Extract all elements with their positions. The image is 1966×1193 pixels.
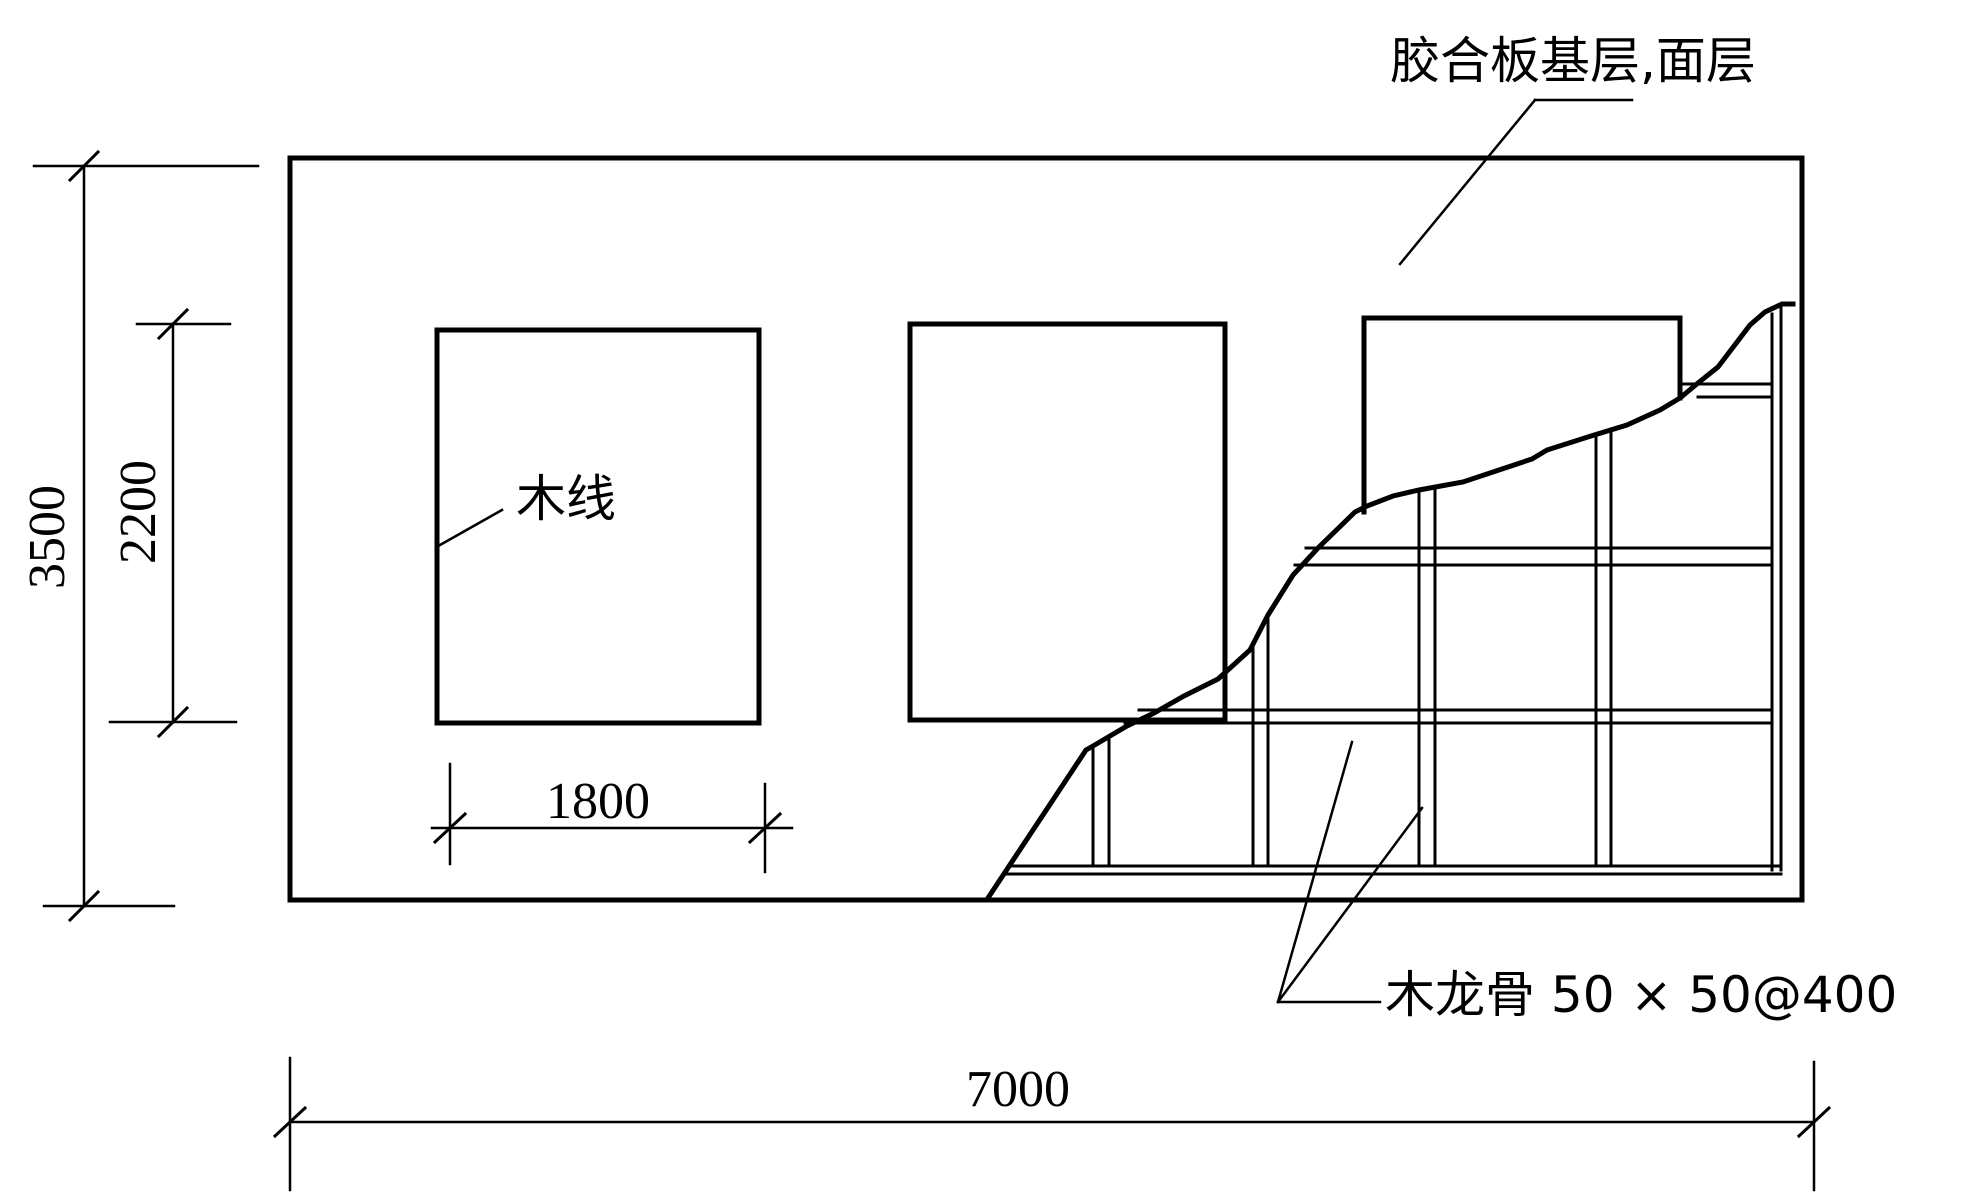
label-wood-keel: 木龙骨 50 × 50@400 [1385, 966, 1897, 1024]
label-wood-trim: 木线 [516, 470, 616, 528]
torn-board-edge [984, 301, 1796, 902]
leader-wood-keel [1276, 740, 1354, 1004]
label-board-layer: 胶合板基层,面层 [1390, 32, 1756, 90]
dimension-window-height: 2200 [108, 307, 238, 739]
dimension-text-window-width: 1800 [546, 773, 650, 830]
dimension-overall-width: 7000 [272, 1056, 1832, 1192]
leader-board-layer [1398, 98, 1537, 266]
leader-wood-trim [438, 508, 504, 547]
wall-outline [287, 155, 1805, 903]
window-opening-right [1361, 315, 1683, 515]
leader-wood-keel [1276, 806, 1424, 1004]
dimension-text-overall-width: 7000 [966, 1061, 1070, 1118]
keel-framing [1004, 302, 1783, 876]
dimension-text-window-height: 2200 [110, 460, 167, 564]
dimension-text-overall-height: 3500 [19, 485, 76, 589]
dimension-overall-height: 3500 [19, 149, 260, 923]
window-opening-left [434, 327, 762, 726]
window-opening-middle [907, 321, 1228, 723]
dimension-window-width: 1800 [430, 762, 794, 874]
